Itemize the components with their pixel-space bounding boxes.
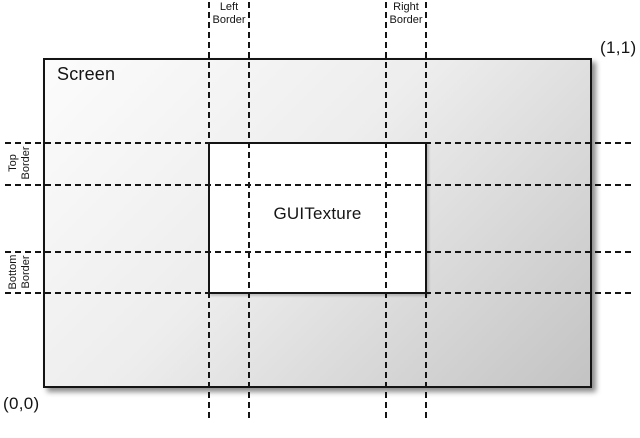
top-border-label-line1: Top — [7, 154, 19, 172]
left-border-guide-outer — [208, 2, 210, 422]
screen-label: Screen — [57, 64, 116, 84]
right-border-label-line1: Right — [393, 1, 419, 13]
right-border-guide-inner — [385, 2, 387, 422]
bottom-border-label: Bottom Border — [7, 237, 33, 307]
guitexture-rect: GUITexture — [208, 142, 427, 294]
left-border-label-line1: Left — [219, 1, 239, 13]
top-border-label: Top Border — [7, 128, 33, 198]
top-border-guide-upper — [5, 142, 635, 144]
top-border-label-line2: Border — [20, 146, 32, 180]
top-border-guide-lower — [5, 184, 635, 186]
bottom-border-guide-lower — [5, 292, 635, 294]
bottom-border-label-line2: Border — [20, 255, 32, 289]
bottom-border-label-line1: Bottom — [7, 254, 19, 290]
top-right-coordinate-label: (1,1) — [600, 38, 637, 57]
origin-coordinate-label: (0,0) — [3, 394, 40, 413]
left-border-guide-inner — [248, 2, 250, 422]
right-border-guide-outer — [425, 2, 427, 422]
bottom-border-guide-upper — [5, 251, 635, 253]
guitexture-label: GUITexture — [273, 204, 362, 223]
left-border-label-line2: Border — [212, 14, 246, 26]
right-border-label: Right Border — [366, 1, 446, 27]
left-border-label: Left Border — [189, 1, 269, 27]
right-border-label-line2: Border — [389, 14, 423, 26]
